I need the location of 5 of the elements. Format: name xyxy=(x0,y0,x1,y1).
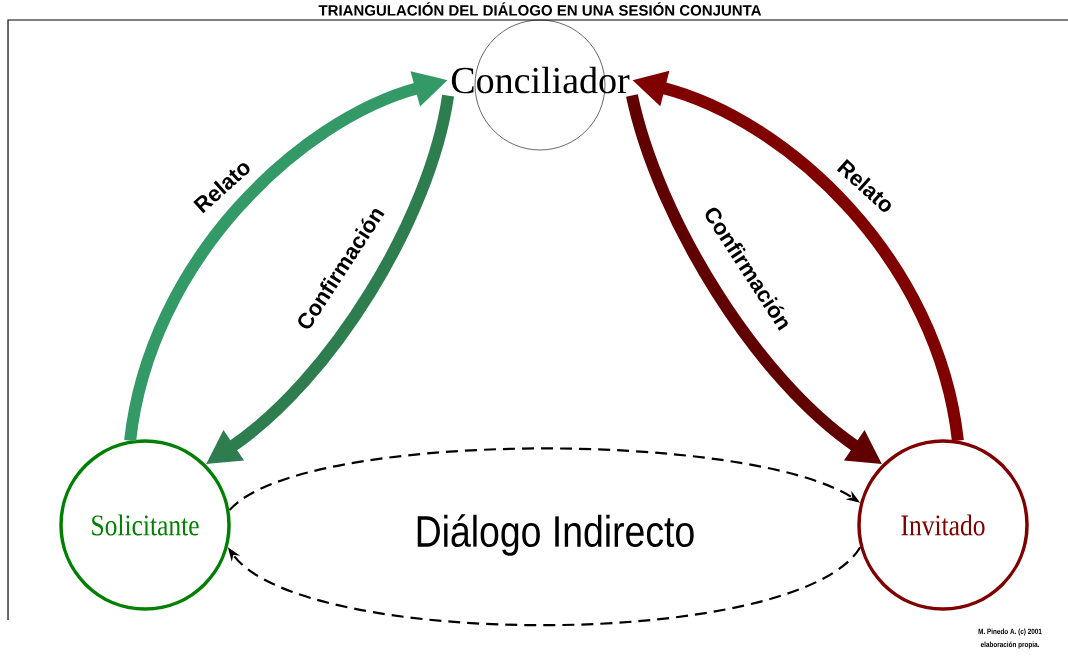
center-label: Diálogo Indirecto xyxy=(417,514,694,556)
title: TRIANGULACIÓN DEL DIÁLOGO EN UNA SESIÓN CONJUNTA xyxy=(318,2,762,16)
circle-node: Conciliador xyxy=(451,19,630,151)
circle-node: Invitado xyxy=(857,439,1029,611)
circle-node: Solicitante xyxy=(59,439,231,611)
